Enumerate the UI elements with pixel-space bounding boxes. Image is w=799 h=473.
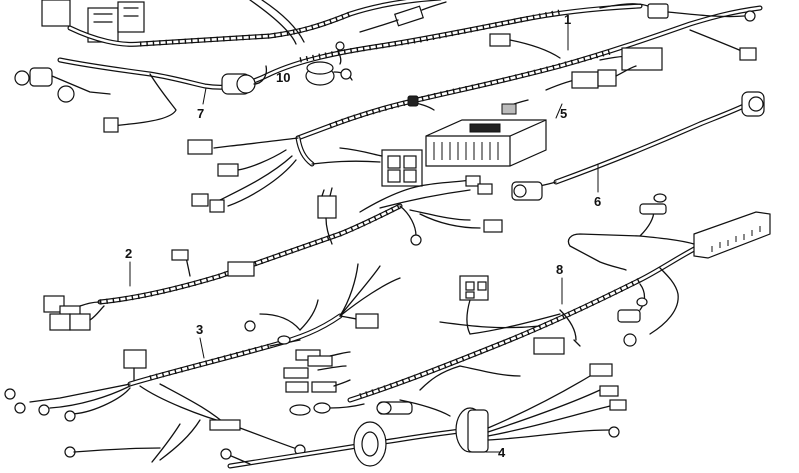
harness-4-group xyxy=(220,363,627,469)
connector-flag xyxy=(103,117,119,133)
relay-box xyxy=(621,47,663,71)
module-8-right xyxy=(693,211,771,259)
harness-7-group xyxy=(14,0,643,133)
harness-2-group xyxy=(43,187,422,331)
alternator-terminal xyxy=(29,67,53,87)
relay-block xyxy=(117,1,145,33)
plug-5 xyxy=(571,71,599,89)
harness-center-group xyxy=(187,135,503,233)
callout-10: 10 xyxy=(276,70,290,85)
connector-3-block xyxy=(123,349,147,369)
callout-8: 8 xyxy=(556,262,563,277)
connector-stub xyxy=(489,33,511,47)
callout-5: 5 xyxy=(560,106,567,121)
relay-block xyxy=(41,0,71,27)
callout-7: 7 xyxy=(197,106,204,121)
relay-connector-2 xyxy=(317,195,337,219)
small-clip xyxy=(407,95,419,107)
connector-small xyxy=(394,5,424,27)
callout-3: 3 xyxy=(196,322,203,337)
harness-3-group xyxy=(4,263,401,463)
connector-right-small xyxy=(739,47,757,61)
callout-1: 1 xyxy=(564,12,571,27)
connector-left-1 xyxy=(187,139,213,155)
harness-6-group xyxy=(511,91,765,201)
harness-8-group xyxy=(347,193,771,417)
callout-4: 4 xyxy=(498,445,506,460)
callout-6: 6 xyxy=(594,194,601,209)
multi-connector-cluster xyxy=(43,295,65,313)
callout-2: 2 xyxy=(125,246,132,261)
connector-top-right xyxy=(647,3,669,19)
module-5 xyxy=(425,103,563,167)
callouts: 1 2 3 4 5 6 7 8 10 xyxy=(125,12,601,460)
harness-1-group xyxy=(295,3,763,141)
main-bundle-2 xyxy=(97,203,403,305)
loose-connectors-group xyxy=(283,349,365,416)
